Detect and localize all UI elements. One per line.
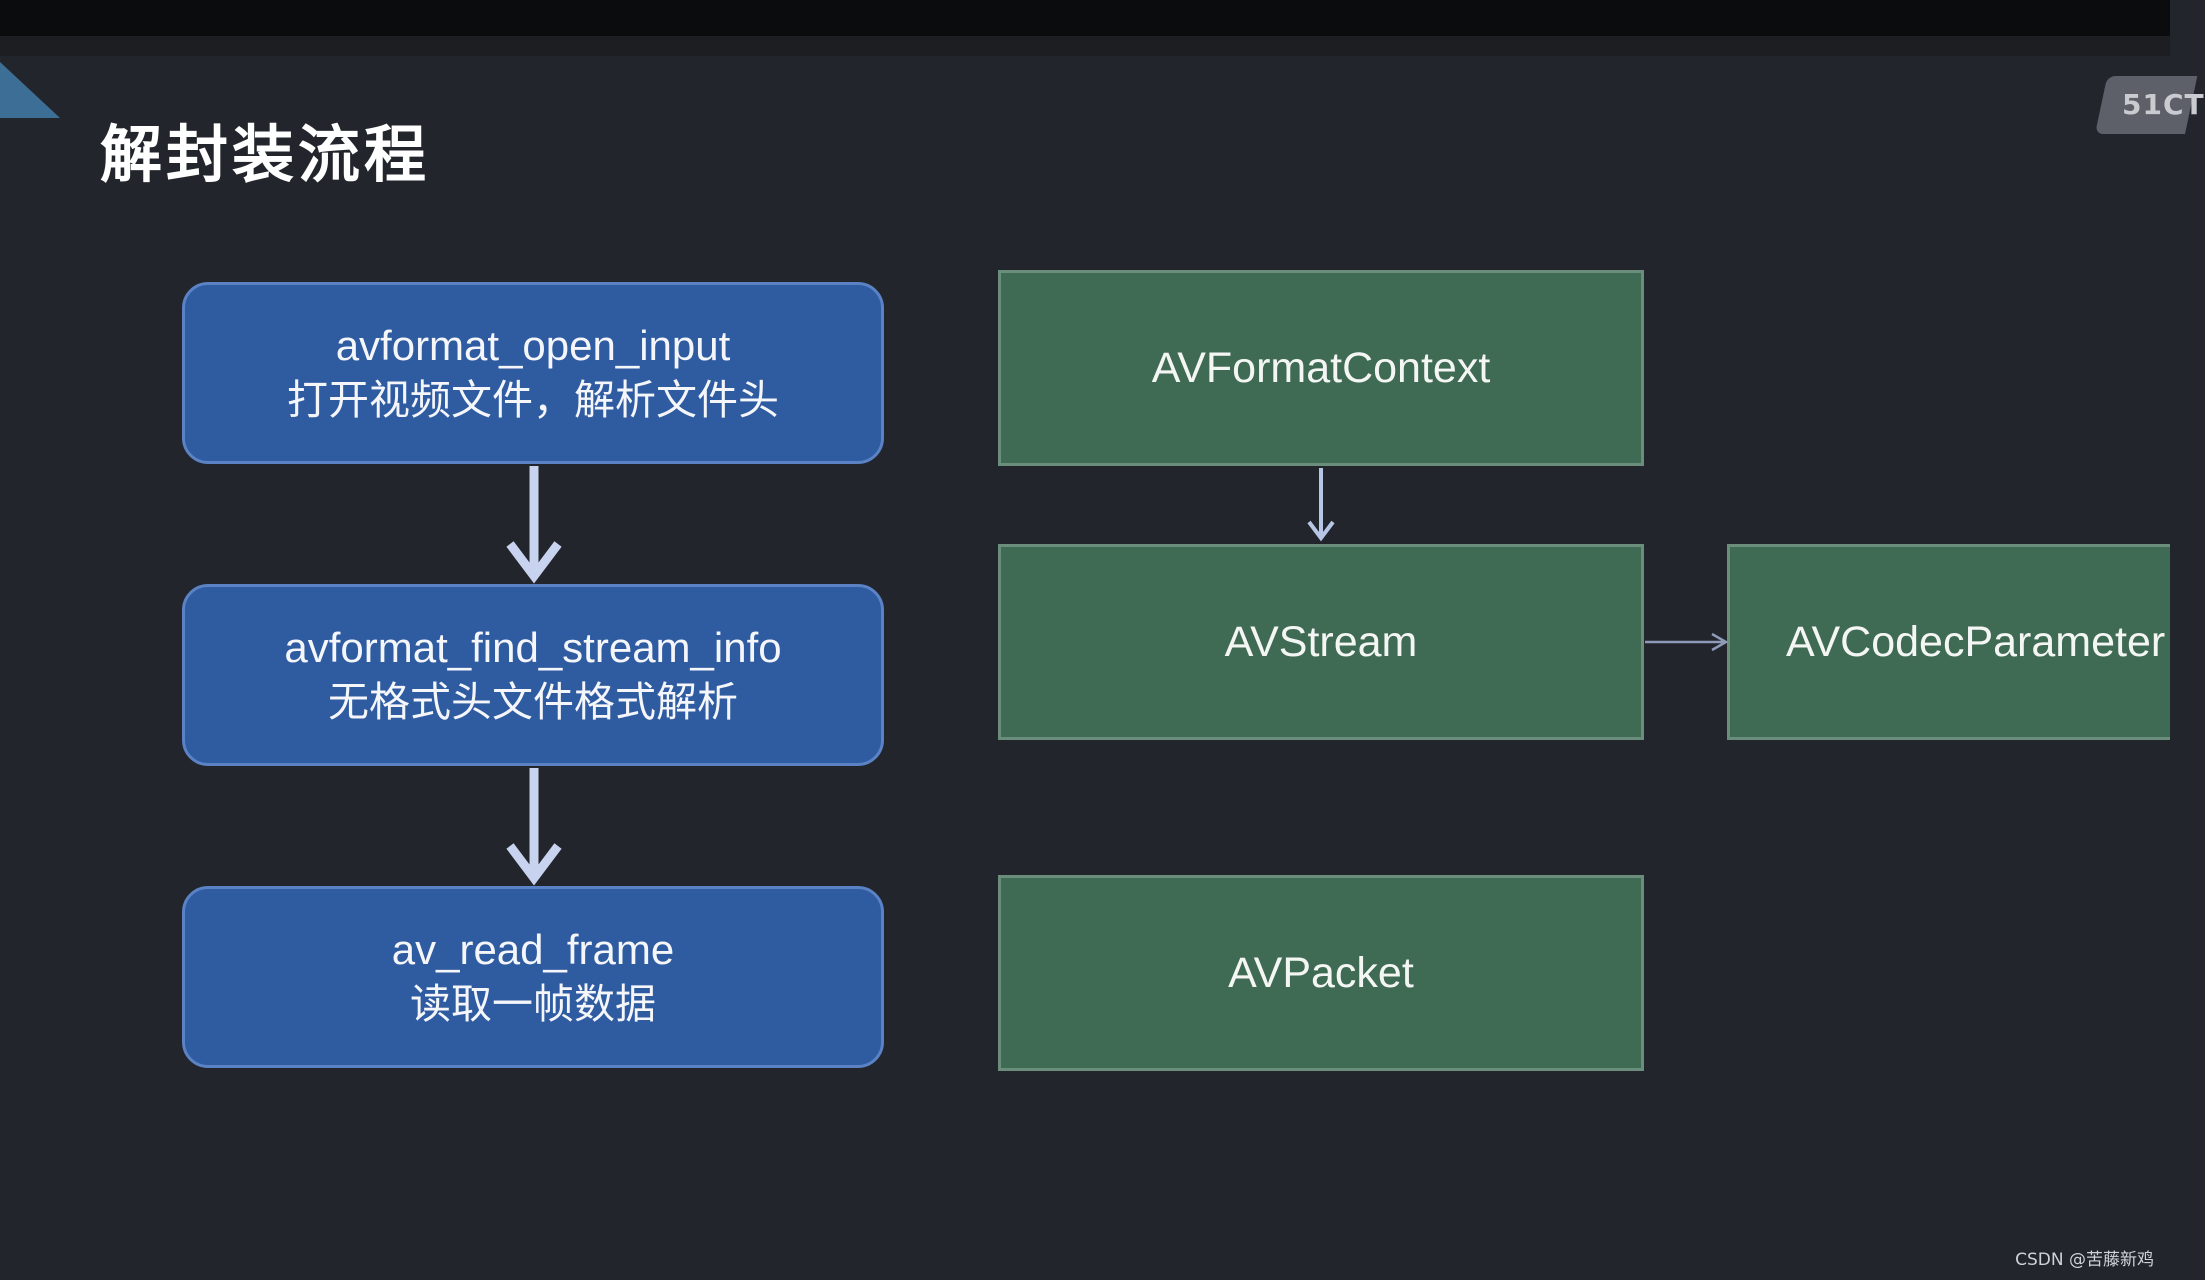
step-function-name: av_read_frame <box>391 926 675 973</box>
step-function-name: avformat_open_input <box>335 322 731 369</box>
flow-arrow-down <box>506 466 562 584</box>
watermark-logo: 51CT <box>2122 88 2205 121</box>
flow-arrow-down <box>506 768 562 886</box>
struct-arrow-right <box>1645 632 1729 652</box>
top-bar <box>0 0 2170 36</box>
step-open-input: avformat_open_input 打开视频文件，解析文件头 <box>182 282 884 464</box>
top-band <box>0 36 2170 56</box>
step-read-frame: av_read_frame 读取一帧数据 <box>182 886 884 1068</box>
credit-watermark: CSDN @苦藤新鸡 <box>2015 1250 2154 1270</box>
struct-avpacket: AVPacket <box>998 875 1644 1071</box>
step-find-stream-info: avformat_find_stream_info 无格式头文件格式解析 <box>182 584 884 766</box>
step-description: 读取一帧数据 <box>410 980 656 1028</box>
struct-avcodecparameter: AVCodecParameter <box>1727 544 2170 740</box>
struct-avstream: AVStream <box>998 544 1644 740</box>
struct-avformatcontext: AVFormatContext <box>998 270 1644 466</box>
step-description: 打开视频文件，解析文件头 <box>287 376 779 424</box>
page-title: 解封装流程 <box>100 118 431 191</box>
step-description: 无格式头文件格式解析 <box>328 678 738 726</box>
step-function-name: avformat_find_stream_info <box>284 624 782 671</box>
corner-decoration <box>0 62 60 118</box>
struct-arrow-down <box>1307 468 1335 542</box>
